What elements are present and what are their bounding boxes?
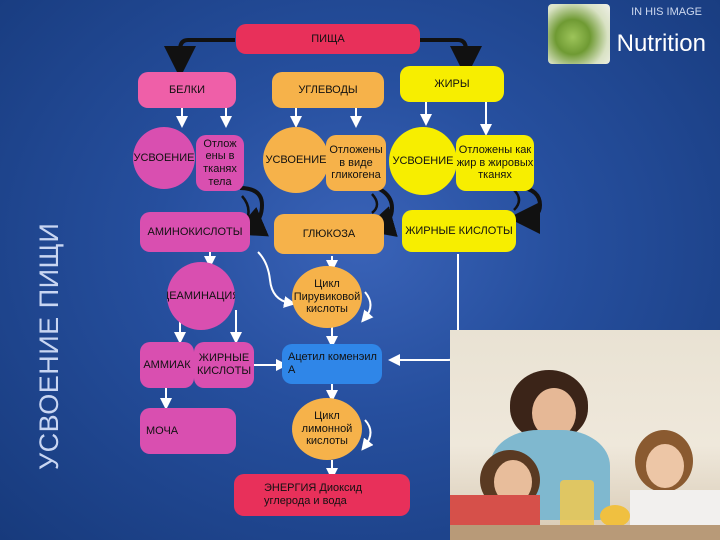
family-photo [450, 330, 720, 540]
node-glucose: ГЛЮКОЗА [274, 214, 384, 254]
brand-name: Nutrition [616, 30, 706, 57]
arrow-deposit-amino [233, 186, 270, 237]
node-ammonia: АММИАК [140, 342, 194, 388]
brand-tagline: IN HIS IMAGE [631, 6, 702, 18]
node-urine: МОЧА [140, 408, 236, 454]
node-energy: ЭНЕРГИЯ Диоксид углерода и вода [234, 474, 410, 516]
node-amino: АМИНОКИСЛОТЫ [140, 212, 250, 252]
fruit-photo [548, 4, 610, 64]
node-deamination: ДЕАМИНАЦИЯ [167, 262, 235, 330]
arrow-food-fats [420, 38, 482, 78]
node-acetyl: Ацетил коменэил А [282, 344, 382, 384]
node-carbs: УГЛЕВОДЫ [272, 72, 384, 108]
node-deposit-tissue: Отлож ены в тканях тела [196, 135, 244, 191]
node-deposit-glycogen: Отложены в виде гликогена [326, 135, 386, 191]
node-citric: Цикл лимонной кислоты [292, 398, 362, 460]
node-assim-proteins: УСВОЕНИЕ [133, 127, 195, 189]
node-deposit-fat: Отложены как жир в жировых тканях [456, 135, 534, 191]
node-fatty-top: ЖИРНЫЕ КИСЛОТЫ [402, 210, 516, 252]
arrow-fats-acetyl [388, 254, 459, 366]
arrow-amino-pyruvic [257, 251, 296, 308]
arrow-citric-cycle [361, 419, 374, 451]
arrow-fatty-fatdeposit [513, 189, 521, 211]
node-fats: ЖИРЫ [400, 66, 504, 102]
arrow-glycogen-glucose [362, 183, 398, 237]
arrow-fatdeposit-fatty [508, 185, 543, 234]
node-fatty-mid: ЖИРНЫЕ КИСЛОТЫ [194, 342, 254, 388]
arrow-glucose-glycogen [371, 193, 379, 214]
node-pyruvic: Цикл Пирувиковой кислоты [292, 266, 362, 328]
node-food: ПИЩА [236, 24, 420, 54]
node-assim-fats: УСВОЕНИЕ [389, 127, 457, 195]
node-proteins: БЕЛКИ [138, 72, 236, 108]
node-assim-carbs: УСВОЕНИЕ [263, 127, 329, 193]
arrow-pyruvic-cycle [361, 291, 374, 323]
arrow-food-proteins [164, 38, 235, 78]
